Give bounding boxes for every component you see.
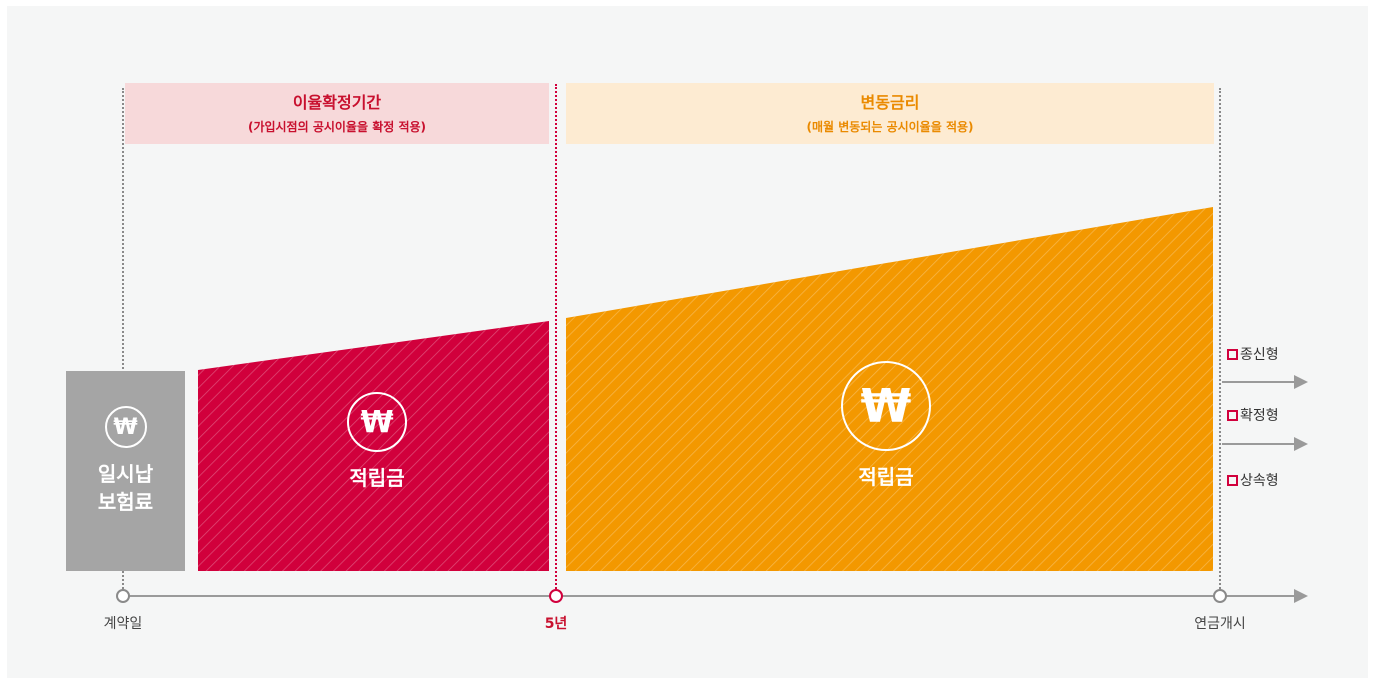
checkbox-icon xyxy=(1227,348,1238,360)
variable-rate-period-banner: 변동금리 (매월 변동되는 공시이율을 적용) xyxy=(566,83,1214,144)
fixed-rate-period-banner: 이율확정기간 (가입시점의 공시이율을 확정 적용) xyxy=(125,83,549,144)
lump-sum-premium-label: 일시납 보험료 xyxy=(97,462,154,514)
checkbox-icon xyxy=(1227,474,1238,486)
lump-sum-premium-box: ₩ 일시납 보험료 xyxy=(66,371,185,571)
fixed-period-accumulation-label: 적립금 xyxy=(349,466,405,490)
annuity-start-marker xyxy=(1213,589,1227,603)
won-icon: ₩ xyxy=(841,361,931,451)
annuity-arrow-head-1 xyxy=(1294,375,1308,389)
contract-date-marker xyxy=(116,589,130,603)
diagram-shapes xyxy=(116,207,1308,603)
timeline-end-label: 연금개시 xyxy=(1194,616,1246,632)
variable-period-accumulation-label: 적립금 xyxy=(858,465,914,489)
fixed-rate-period-title: 이율확정기간 xyxy=(292,92,382,112)
annuity-option-label: 확정형 xyxy=(1240,408,1279,424)
fixed-period-accumulation-content: ₩ 적립금 xyxy=(327,392,427,491)
five-year-marker xyxy=(549,589,563,603)
timeline-start-label: 계약일 xyxy=(103,616,143,632)
variable-rate-period-title: 변동금리 xyxy=(860,92,920,112)
annuity-option-whole-life: 종신형 xyxy=(1227,344,1279,364)
annuity-start-guide-line xyxy=(1219,88,1221,600)
annuity-arrow-head-2 xyxy=(1294,437,1308,451)
contract-date-guide-line xyxy=(122,88,124,600)
annuity-option-label: 상속형 xyxy=(1240,473,1279,489)
five-year-guide-line xyxy=(555,84,557,589)
annuity-diagram: 이율확정기간 (가입시점의 공시이율을 확정 적용) 변동금리 (매월 변동되는… xyxy=(7,6,1368,678)
timeline-five-year-label: 5년 xyxy=(544,616,568,632)
variable-period-accumulation-content: ₩ 적립금 xyxy=(836,361,936,490)
annuity-option-inheritance: 상속형 xyxy=(1227,470,1279,490)
variable-rate-period-subtitle: (매월 변동되는 공시이율을 적용) xyxy=(806,119,974,134)
fixed-rate-period-subtitle: (가입시점의 공시이율을 확정 적용) xyxy=(247,119,427,134)
annuity-option-fixed-term: 확정형 xyxy=(1227,405,1279,425)
timeline-arrow-head xyxy=(1294,589,1308,603)
won-icon: ₩ xyxy=(347,392,407,452)
annuity-option-label: 종신형 xyxy=(1240,347,1279,363)
won-icon: ₩ xyxy=(104,406,147,448)
checkbox-icon xyxy=(1227,409,1238,421)
